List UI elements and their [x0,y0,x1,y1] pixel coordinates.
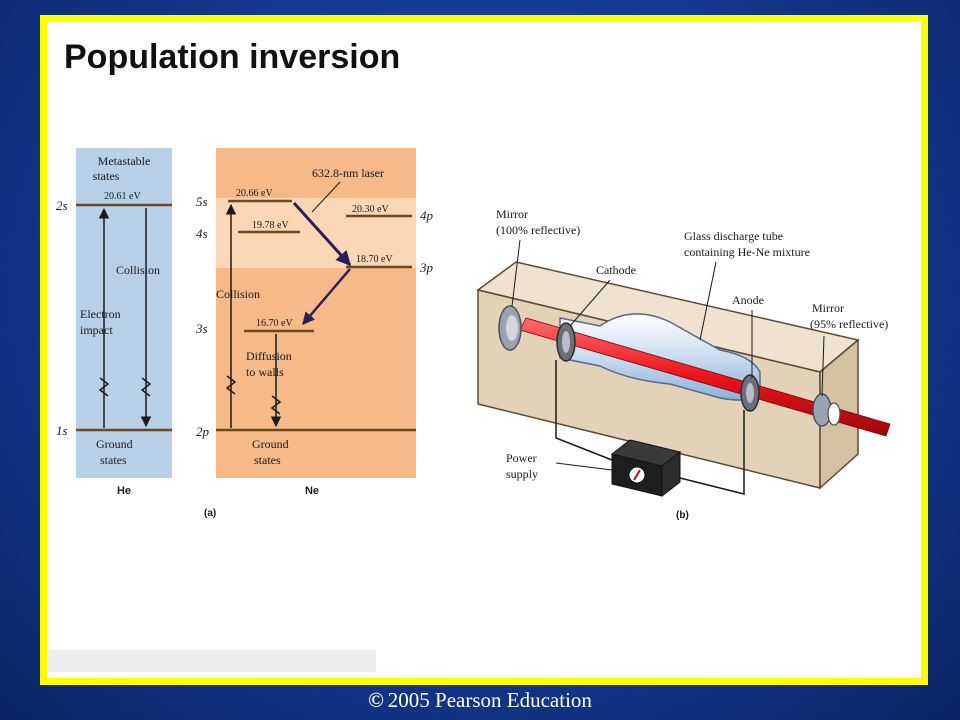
ne-element-label: Ne [305,485,319,497]
ne-3s-label: 3s [195,321,208,336]
slide-title: Population inversion [64,38,401,76]
cathode-ring-highlight [562,331,570,353]
he-ground-label-2: states [100,453,127,467]
ne-2p-label: 2p [196,424,210,439]
tube-label: Glass discharge tube [684,229,783,243]
copyright-notice: ©2005 Pearson Education [0,688,960,713]
right-mirror-aperture [827,402,841,426]
anode-wire [679,410,745,495]
ne-4p-energy: 20.30 eV [352,204,389,215]
ne-collision-label: Collision [216,287,260,301]
ne-4s-label: 4s [196,226,208,241]
ne-ground-label: Ground [252,437,289,451]
leader-cathode [569,279,611,327]
copyright-symbol: © [368,688,384,712]
he-2s-label: 2s [56,198,68,213]
power-supply-label: Power [506,451,537,465]
he-panel [76,148,172,478]
he-metastable-label: Metastable [98,154,151,168]
caption-strip [48,650,376,672]
ne-4p-label: 4p [420,208,434,223]
right-mirror-label: Mirror [812,301,844,315]
ne-energy-diagram: 632.8-nm laser 20.66 eV 5s 20.30 eV 4p 1… [195,148,434,497]
leader-power [555,462,613,471]
cathode-wire [555,360,613,461]
he-metastable-label-2: states [93,169,120,183]
left-mirror-label: Mirror [496,207,528,221]
leader-left-mirror [511,239,521,307]
ne-5s-energy: 20.66 eV [236,188,273,199]
he-collision-zigzag [140,377,152,397]
ne-3s-energy: 16.70 eV [256,318,293,329]
laser-beam [519,317,891,437]
he-excitation-label: Electron [80,307,121,321]
figure-a-label: (a) [204,508,216,519]
power-supply-dial-pointer [633,469,641,481]
ne-3p-energy: 18.70 eV [356,254,393,265]
figure-b-label: (b) [676,510,689,521]
anode-ring-highlight [746,383,754,403]
ne-diffusion-zigzag [270,395,282,415]
tube-label-2: containing He-Ne mixture [684,245,810,259]
ne-laser-pointer [311,181,341,213]
leader-tube [699,261,717,341]
anode-label: Anode [732,293,764,307]
he-element-label: He [117,485,131,497]
he-collision-label: Collision [116,263,160,277]
ne-4s-energy: 19.78 eV [252,220,289,231]
ne-diffusion-label-2: to walls [246,365,284,379]
cathode-label: Cathode [596,263,636,277]
left-mirror-face [506,315,518,341]
he-excitation-label-2: impact [80,323,113,337]
ne-laser-transition-arrow [292,201,352,267]
laser-apparatus: Mirror (100% reflective) Cathode Glass d… [476,207,891,498]
copyright-text: 2005 Pearson Education [387,688,592,712]
ne-3p-label: 3p [419,260,434,275]
he-excitation-zigzag [98,377,110,397]
power-supply-label-2: supply [506,467,538,481]
ne-5s-label: 5s [196,194,208,209]
he-1s-label: 1s [56,423,68,438]
he-2s-energy: 20.61 eV [104,191,141,202]
power-supply-side [661,450,681,498]
he-energy-diagram: Metastable states 20.61 eV 2s 1s Electro… [56,148,172,497]
left-mirror-label-2: (100% reflective) [496,223,580,237]
ne-ground-label-2: states [254,453,281,467]
ne-laser-label: 632.8-nm laser [312,166,384,180]
right-mirror-label-2: (95% reflective) [810,317,888,331]
leader-right-mirror [821,335,825,397]
ne-collision-zigzag [225,375,237,395]
ne-decay-arrow [302,268,351,325]
ne-diffusion-label: Diffusion [246,349,292,363]
he-ground-label: Ground [96,437,133,451]
